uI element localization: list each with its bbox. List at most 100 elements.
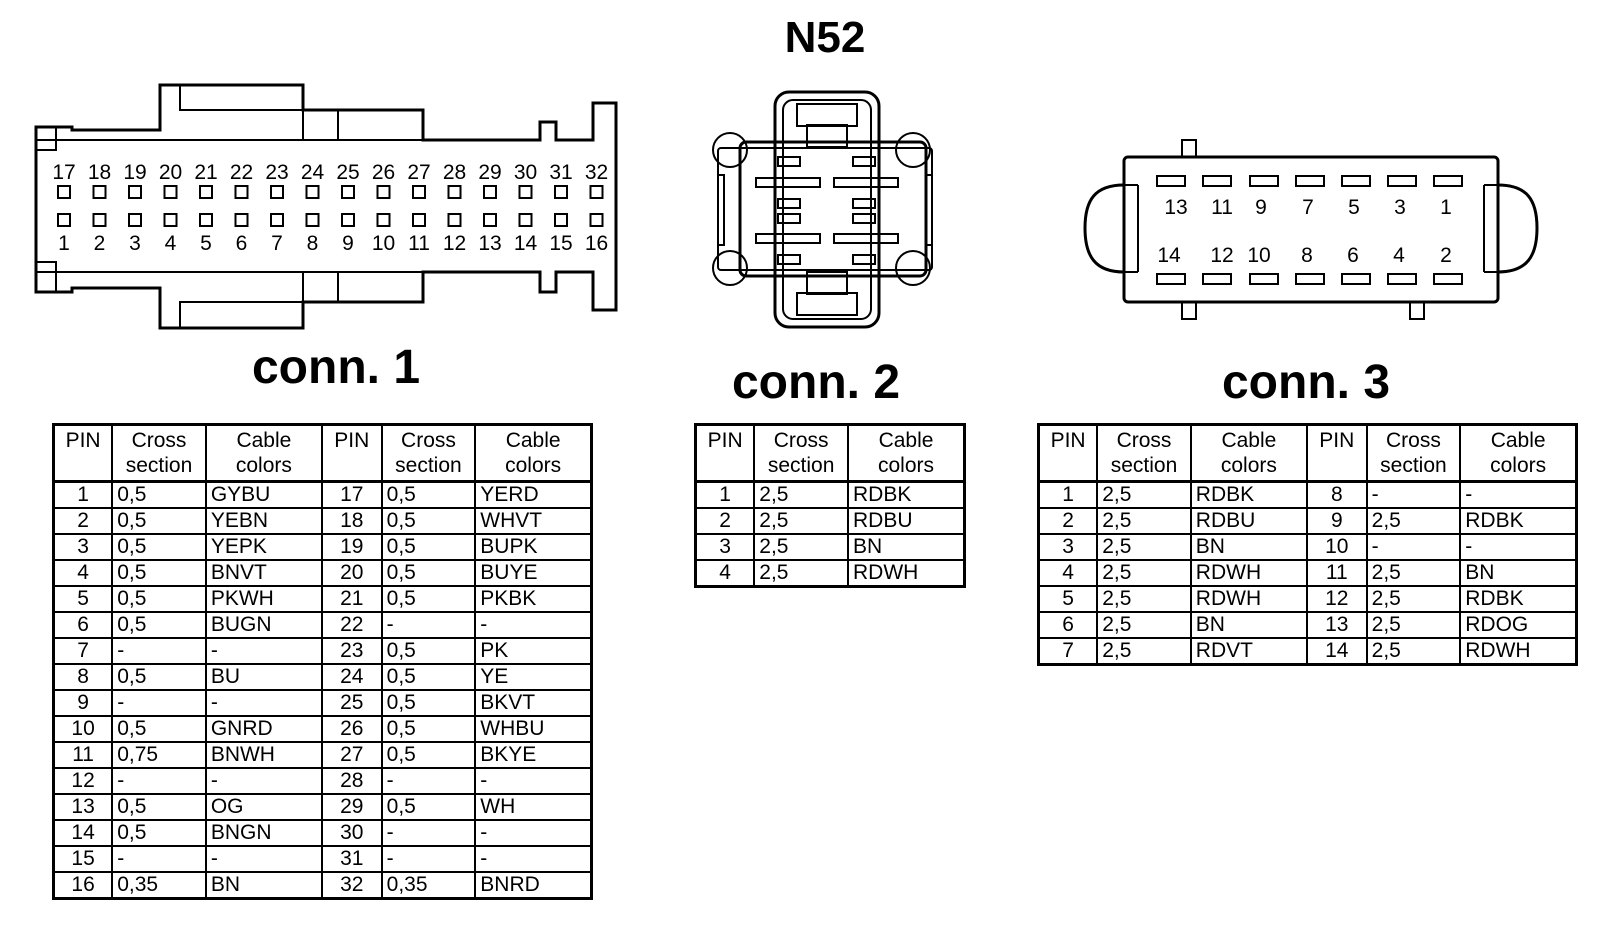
cable-color-cell: YERD <box>474 480 593 509</box>
pin-cell: 5 <box>52 585 114 613</box>
pin-cavity <box>1433 273 1463 285</box>
pin-cavity <box>1387 175 1417 187</box>
cross-section-cell: 2,5 <box>753 507 850 535</box>
pin-number-label: 18 <box>88 161 111 184</box>
pin-cavity <box>305 185 320 199</box>
pin-cavity <box>1156 273 1186 285</box>
cross-section-cell: 0,5 <box>111 585 207 613</box>
cross-section-cell: 2,5 <box>1365 507 1462 535</box>
connector-3-label: conn. 3 <box>1222 356 1390 409</box>
pin-header: PIN <box>694 423 756 483</box>
pin-cell: 8 <box>52 663 114 691</box>
pin-cavity <box>1433 175 1463 187</box>
pin-cell: 13 <box>1305 611 1368 639</box>
cross-section-cell: 0,5 <box>380 741 477 769</box>
cable-color-cell: BUYE <box>474 559 593 587</box>
pin-cell: 29 <box>320 793 383 821</box>
cable-color-cell: BNWH <box>204 741 323 769</box>
pin-cavity <box>234 185 249 199</box>
pin-cell: 25 <box>320 689 383 717</box>
cable-color-cell: RDVT <box>1189 637 1308 666</box>
diagram-title: N52 <box>785 13 866 62</box>
cable-color-cell: OG <box>204 793 323 821</box>
pin-cell: 7 <box>1037 637 1099 666</box>
pin-cavity <box>589 213 604 227</box>
pin-number-label: 8 <box>307 232 319 255</box>
pin-cavity <box>554 213 568 227</box>
pin-cavity <box>554 185 568 199</box>
table-row: 12--28-- <box>52 767 593 795</box>
cable-color-cell: PK <box>474 637 593 665</box>
cable-color-cell: RDBU <box>1189 507 1308 535</box>
pin-cell: 9 <box>52 689 114 717</box>
pin-cavity <box>412 213 426 227</box>
pin-number-label: 21 <box>194 161 217 184</box>
pin-cell: 8 <box>1305 480 1368 509</box>
pin-cell: 7 <box>52 637 114 665</box>
pin-cell: 2 <box>694 507 756 535</box>
pin-cell: 3 <box>52 533 114 561</box>
pin-cavity <box>1249 273 1279 285</box>
pin-number-label: 16 <box>585 232 608 255</box>
cross-section-cell: 0,5 <box>111 480 207 509</box>
cross-section-cell: - <box>380 819 477 847</box>
connector-1-label: conn. 1 <box>252 341 420 394</box>
cross-section-cell: 2,5 <box>753 559 850 588</box>
pin-cell: 10 <box>52 715 114 743</box>
cross-section-cell: 2,5 <box>1096 480 1192 509</box>
pin-number-label: 4 <box>1393 244 1405 267</box>
cross-section-cell: 2,5 <box>1096 637 1192 666</box>
cross-section-cell: 0,5 <box>380 637 477 665</box>
pin-cell: 17 <box>320 480 383 509</box>
cable-color-cell: - <box>474 819 593 847</box>
pin-cell: 9 <box>1305 507 1368 535</box>
pin-number-label: 7 <box>1302 196 1314 219</box>
cross-section-cell: 2,5 <box>1365 585 1462 613</box>
pin-cavity <box>447 213 462 227</box>
pin-cell: 12 <box>1305 585 1368 613</box>
cross-section-cell: 0,5 <box>111 819 207 847</box>
cross-section-cell: - <box>1365 533 1462 561</box>
pin-number-label: 30 <box>514 161 537 184</box>
pin-cavity <box>57 213 71 227</box>
cross-section-cell: 2,5 <box>1096 507 1192 535</box>
cross-section-cell: 2,5 <box>1096 533 1192 561</box>
cable-color-cell: BN <box>204 871 323 900</box>
pin-number-label: 20 <box>159 161 182 184</box>
pin-cavity <box>270 185 284 199</box>
pin-number-label: 13 <box>478 232 501 255</box>
pin-header: PIN <box>52 423 114 483</box>
cross-section-cell: 0,5 <box>111 559 207 587</box>
cross-section-cell: 0,5 <box>380 689 477 717</box>
cross-section-cell: 0,5 <box>111 533 207 561</box>
cable-color-cell: - <box>204 845 323 873</box>
pin-cell: 19 <box>320 533 383 561</box>
pin-cavity <box>1202 175 1232 187</box>
pin-cavity <box>447 185 462 199</box>
pin-number-label: 4 <box>165 232 177 255</box>
cable-color-cell: BNVT <box>204 559 323 587</box>
pin-cavity <box>1387 273 1417 285</box>
pin-cell: 14 <box>52 819 114 847</box>
pin-cell: 13 <box>52 793 114 821</box>
cable-color-cell: BN <box>847 533 966 561</box>
pin-cell: 23 <box>320 637 383 665</box>
pin-cavity <box>199 213 213 227</box>
cable-color-cell: RDWH <box>1189 585 1308 613</box>
